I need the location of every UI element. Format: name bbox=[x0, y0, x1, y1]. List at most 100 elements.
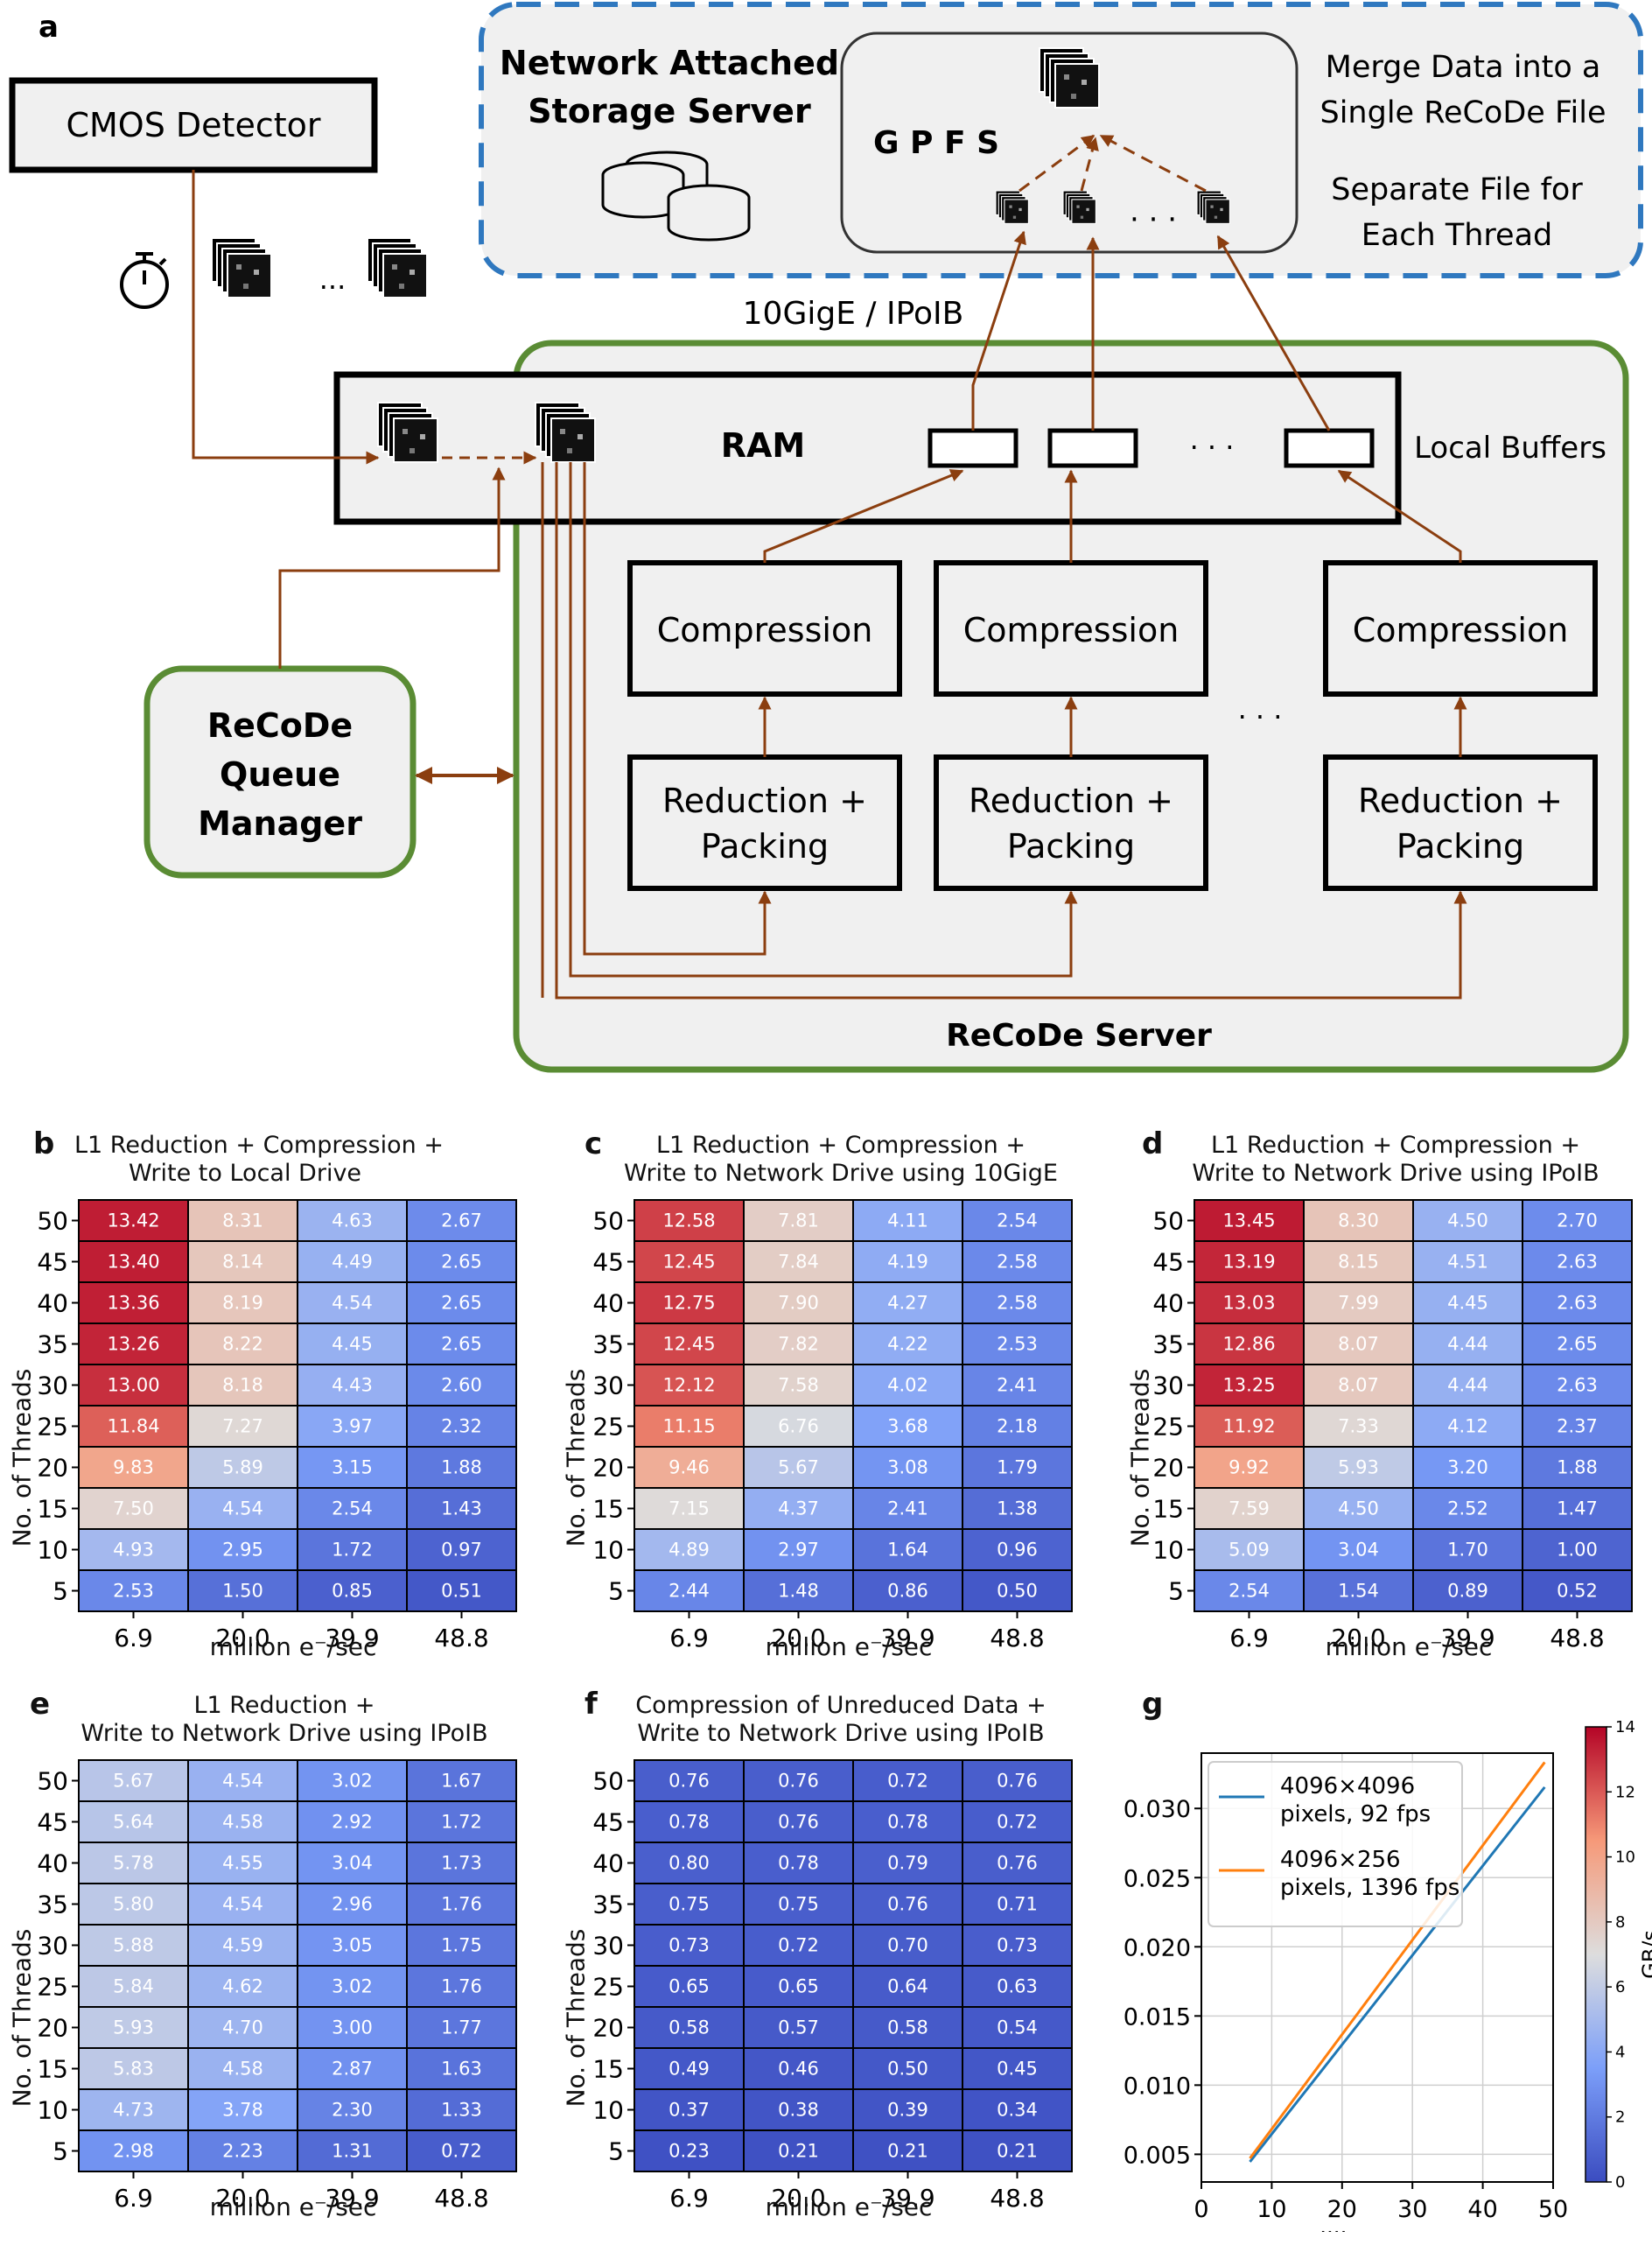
gpfs-box bbox=[840, 32, 1298, 254]
heatmap-cell bbox=[634, 1240, 745, 1283]
cell-value-label: 0.50 bbox=[997, 1581, 1038, 1602]
local-buffer bbox=[1284, 428, 1375, 468]
y-tick-label: 40 bbox=[592, 1849, 624, 1878]
cell-value-label: 1.72 bbox=[441, 1812, 482, 1833]
cell-value-label: 2.65 bbox=[441, 1334, 482, 1355]
heatmap-cell bbox=[1194, 1240, 1305, 1283]
heatmap-cell bbox=[187, 1883, 298, 1926]
x-axis-label: million e⁻/sec bbox=[1294, 2227, 1461, 2232]
cell-value-label: 9.92 bbox=[1228, 1457, 1270, 1478]
cell-value-label: 1.73 bbox=[441, 1853, 482, 1874]
heatmap-cell bbox=[743, 1965, 854, 2008]
cell-value-label: 2.63 bbox=[1557, 1375, 1598, 1396]
cell-value-label: 6.76 bbox=[778, 1416, 819, 1437]
cell-value-label: 8.19 bbox=[222, 1293, 263, 1314]
cell-value-label: 7.27 bbox=[222, 1416, 263, 1437]
reduction-label-line1: Reduction + bbox=[662, 782, 867, 820]
cell-value-label: 11.15 bbox=[662, 1416, 715, 1437]
files-ellipsis: · · · bbox=[1130, 202, 1177, 237]
cell-value-label: 3.02 bbox=[332, 1976, 373, 1997]
cell-value-label: 0.46 bbox=[778, 2059, 819, 2080]
cell-value-label: 7.90 bbox=[778, 1293, 819, 1314]
colorbar-tick-label: 4 bbox=[1615, 2043, 1625, 2061]
cell-value-label: 1.63 bbox=[441, 2059, 482, 2080]
cell-value-label: 0.79 bbox=[887, 1853, 928, 1874]
heatmap-cell bbox=[187, 1759, 298, 1802]
cell-value-label: 7.58 bbox=[778, 1375, 819, 1396]
cell-value-label: 8.31 bbox=[222, 1210, 263, 1231]
cell-value-label: 13.36 bbox=[107, 1293, 159, 1314]
cell-value-label: 13.25 bbox=[1222, 1375, 1275, 1396]
x-tick-label: 6.9 bbox=[1229, 1624, 1269, 1652]
heatmap-cell bbox=[406, 1528, 517, 1571]
heatmap-cell bbox=[1522, 1240, 1633, 1283]
heatmap-cell bbox=[634, 1842, 745, 1884]
cell-value-label: 4.22 bbox=[887, 1334, 928, 1355]
x-tick-label: 39.9 bbox=[1440, 1624, 1494, 1652]
cell-value-label: 2.58 bbox=[997, 1252, 1038, 1273]
heatmap-cell bbox=[743, 1446, 854, 1489]
cell-value-label: 0.21 bbox=[997, 2141, 1038, 2162]
heatmap-cell bbox=[1194, 1405, 1305, 1448]
cell-value-label: 2.67 bbox=[441, 1210, 482, 1231]
heatmap-cell bbox=[297, 2006, 408, 2049]
cell-value-label: 2.87 bbox=[332, 2059, 373, 2080]
cell-value-label: 0.76 bbox=[997, 1771, 1038, 1792]
x-tick-label: 6.9 bbox=[114, 1624, 153, 1652]
cell-value-label: 11.92 bbox=[1222, 1416, 1275, 1437]
y-tick-label: 35 bbox=[37, 1330, 68, 1359]
heatmap-cell bbox=[187, 1800, 298, 1843]
cell-value-label: 0.78 bbox=[887, 1812, 928, 1833]
colorbar-tick-label: 2 bbox=[1615, 2108, 1625, 2127]
y-tick-label: 5 bbox=[608, 2137, 624, 2166]
cell-value-label: 0.58 bbox=[887, 2017, 928, 2038]
y-tick-label: 25 bbox=[37, 1973, 68, 2002]
x-tick-label: 10 bbox=[1256, 2196, 1286, 2223]
heatmap-cell bbox=[297, 1569, 408, 1612]
cell-value-label: 1.38 bbox=[997, 1498, 1038, 1519]
cell-value-label: 12.75 bbox=[662, 1293, 715, 1314]
cell-value-label: 0.38 bbox=[778, 2100, 819, 2121]
cell-value-label: 4.44 bbox=[1447, 1375, 1488, 1396]
cell-value-label: 4.49 bbox=[332, 1252, 373, 1273]
heatmap-cell bbox=[962, 1487, 1073, 1530]
cell-value-label: 3.97 bbox=[332, 1416, 373, 1437]
cell-value-label: 8.22 bbox=[222, 1334, 263, 1355]
cell-value-label: 2.98 bbox=[113, 2141, 154, 2162]
cell-value-label: 8.14 bbox=[222, 1252, 263, 1273]
cell-value-label: 4.54 bbox=[332, 1293, 373, 1314]
cell-value-label: 13.03 bbox=[1222, 1293, 1275, 1314]
cell-value-label: 0.21 bbox=[887, 2141, 928, 2162]
heatmap-cell bbox=[962, 1883, 1073, 1926]
x-axis-label: million e⁻/sec bbox=[765, 1632, 933, 1661]
y-tick-label: 10 bbox=[1152, 1536, 1184, 1565]
reduction-label-line1: Reduction + bbox=[1358, 782, 1563, 820]
colorbar-tick-label: 0 bbox=[1615, 2173, 1625, 2192]
cell-value-label: 0.65 bbox=[778, 1976, 819, 1997]
cell-value-label: 0.75 bbox=[778, 1894, 819, 1915]
heatmap-cell bbox=[1303, 1569, 1414, 1612]
panel-e: e L1 Reduction + Write to Network Drive … bbox=[0, 1685, 525, 2232]
panel-title: Compression of Unreduced Data + Write to… bbox=[635, 1692, 1046, 1747]
heatmap-cell bbox=[852, 2047, 963, 2090]
y-tick-label: 15 bbox=[37, 1495, 68, 1524]
local-buffers-label: Local Buffers bbox=[1414, 431, 1606, 466]
series-line bbox=[1249, 1761, 1546, 2159]
cell-value-label: 3.04 bbox=[332, 1853, 373, 1874]
cell-value-label: 8.15 bbox=[1338, 1252, 1379, 1273]
cell-value-label: 8.30 bbox=[1338, 1210, 1379, 1231]
cell-value-label: 0.78 bbox=[668, 1812, 710, 1833]
y-tick-label: 40 bbox=[37, 1849, 68, 1878]
compression-ellipsis: · · · bbox=[1238, 700, 1283, 733]
cell-value-label: 3.78 bbox=[222, 2100, 263, 2121]
y-tick-label: 30 bbox=[592, 1932, 624, 1961]
cell-value-label: 4.93 bbox=[113, 1540, 154, 1561]
cell-value-label: 8.18 bbox=[222, 1375, 263, 1396]
x-tick-label: 39.9 bbox=[325, 2184, 379, 2213]
cell-value-label: 3.15 bbox=[332, 1457, 373, 1478]
cell-value-label: 2.30 bbox=[332, 2100, 373, 2121]
heatmap-cell bbox=[406, 1199, 517, 1242]
